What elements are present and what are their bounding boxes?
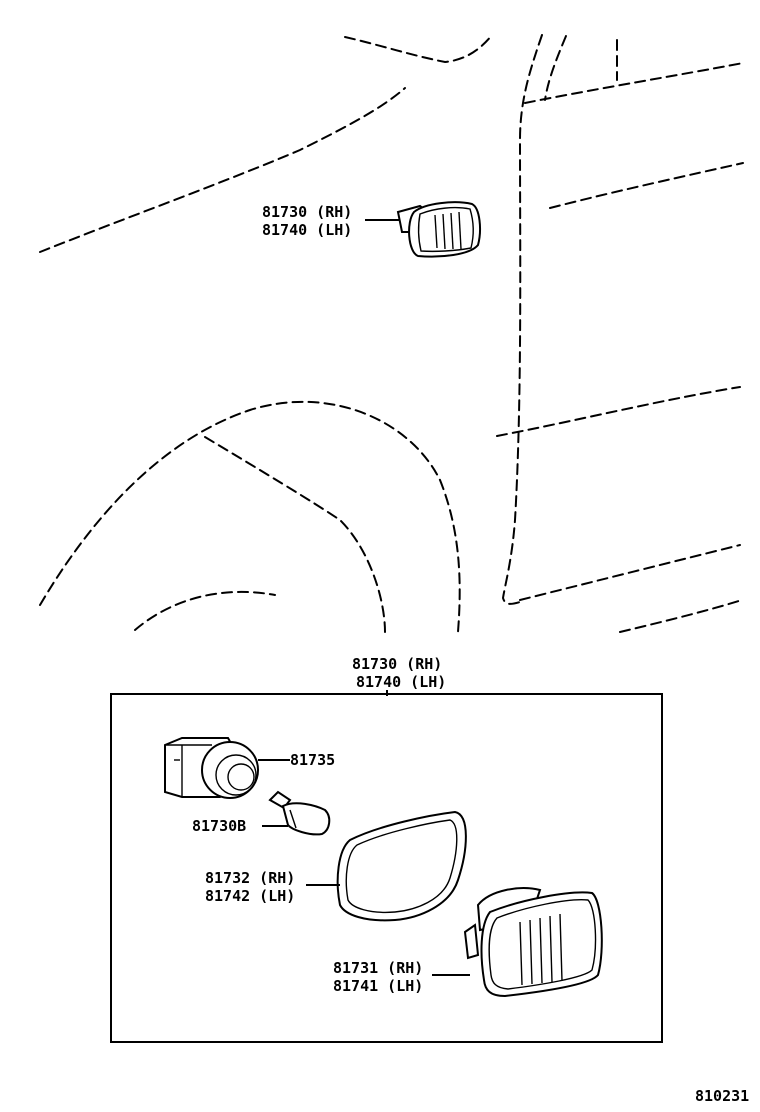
lamp-gasket bbox=[306, 810, 467, 922]
lamp-lens bbox=[432, 887, 603, 998]
lens-label-lh: 81741 (LH) bbox=[333, 977, 423, 995]
socket-label: 81735 bbox=[290, 751, 335, 769]
bulb-label: 81730B bbox=[192, 817, 246, 835]
assembly-label-lh: 81740 (LH) bbox=[356, 673, 446, 691]
figure-code: 810231 bbox=[695, 1087, 749, 1105]
lens-label-rh: 81731 (RH) bbox=[333, 959, 423, 977]
exploded-view-frame bbox=[110, 693, 663, 1043]
side-turn-lamp-installed bbox=[365, 201, 481, 258]
vehicle-body-outline bbox=[39, 34, 744, 633]
assembly-label-rh: 81730 (RH) bbox=[352, 655, 442, 673]
wedge-bulb bbox=[262, 790, 331, 836]
bulb-socket bbox=[164, 737, 290, 799]
top-part-label-lh: 81740 (LH) bbox=[262, 221, 352, 239]
gasket-label-rh: 81732 (RH) bbox=[205, 869, 295, 887]
top-part-label-rh: 81730 (RH) bbox=[262, 203, 352, 221]
gasket-label-lh: 81742 (LH) bbox=[205, 887, 295, 905]
